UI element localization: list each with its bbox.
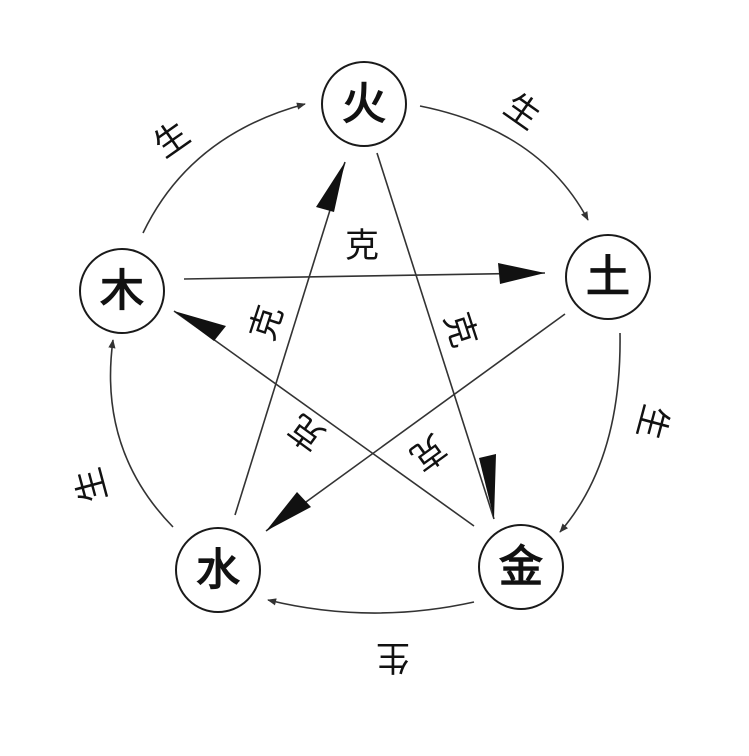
gen-arc-earth-to-metal <box>559 332 621 533</box>
control-labels: 克 克 克 克 克 <box>243 226 485 478</box>
node-label-metal: 金 <box>498 542 544 593</box>
node-ring-earth <box>565 234 651 320</box>
generating-cycle <box>108 102 621 614</box>
gen-arc-fire-to-earth <box>419 105 589 221</box>
ctrl-line-water-to-fire <box>234 161 346 516</box>
gen-arc-metal-to-water <box>267 598 475 614</box>
node-label-water: 水 <box>196 545 241 596</box>
ctrl-label-fire-metal: 克 <box>436 308 485 353</box>
generate-labels: 生 生 生 生 生 <box>68 86 675 677</box>
node-label-earth: 土 <box>586 252 630 303</box>
node-label-wood: 木 <box>100 266 144 317</box>
node-ring-water <box>175 527 261 613</box>
gen-label-fire-earth: 生 <box>497 86 548 138</box>
controlling-star <box>173 152 566 532</box>
ctrl-line-metal-to-wood <box>173 310 475 527</box>
ctrl-arrowhead-fire <box>316 162 345 212</box>
ctrl-arrowhead-metal <box>479 454 496 519</box>
ctrl-arrowhead-wood <box>174 311 226 341</box>
ctrl-label-wood-earth: 克 <box>345 226 379 266</box>
ctrl-arrowhead-water <box>266 492 311 531</box>
gen-arc-water-to-wood <box>108 339 174 528</box>
gen-arc-wood-to-fire <box>142 102 306 234</box>
gen-label-wood-fire: 生 <box>147 114 198 166</box>
ctrl-line-earth-to-water <box>265 313 566 532</box>
element-node-wood: 木 <box>79 248 165 334</box>
node-ring-metal <box>478 524 564 610</box>
ctrl-label-water-fire: 克 <box>243 301 292 346</box>
element-node-metal: 金 <box>478 524 564 610</box>
node-ring-fire <box>321 61 407 147</box>
ctrl-label-metal-wood: 克 <box>281 406 332 458</box>
ctrl-line-wood-to-earth <box>183 272 546 280</box>
node-ring-wood <box>79 248 165 334</box>
ctrl-arrowhead-earth <box>498 263 545 284</box>
node-label-fire: 火 <box>342 79 386 130</box>
element-node-fire: 火 <box>321 61 407 147</box>
gen-label-earth-metal: 生 <box>628 400 675 443</box>
gen-label-water-wood: 生 <box>68 463 115 506</box>
ctrl-label-earth-water: 克 <box>402 426 453 478</box>
gen-label-metal-water: 生 <box>376 637 410 677</box>
element-node-earth: 土 <box>565 234 651 320</box>
element-node-water: 水 <box>175 527 261 613</box>
ctrl-line-fire-to-metal <box>376 152 495 520</box>
